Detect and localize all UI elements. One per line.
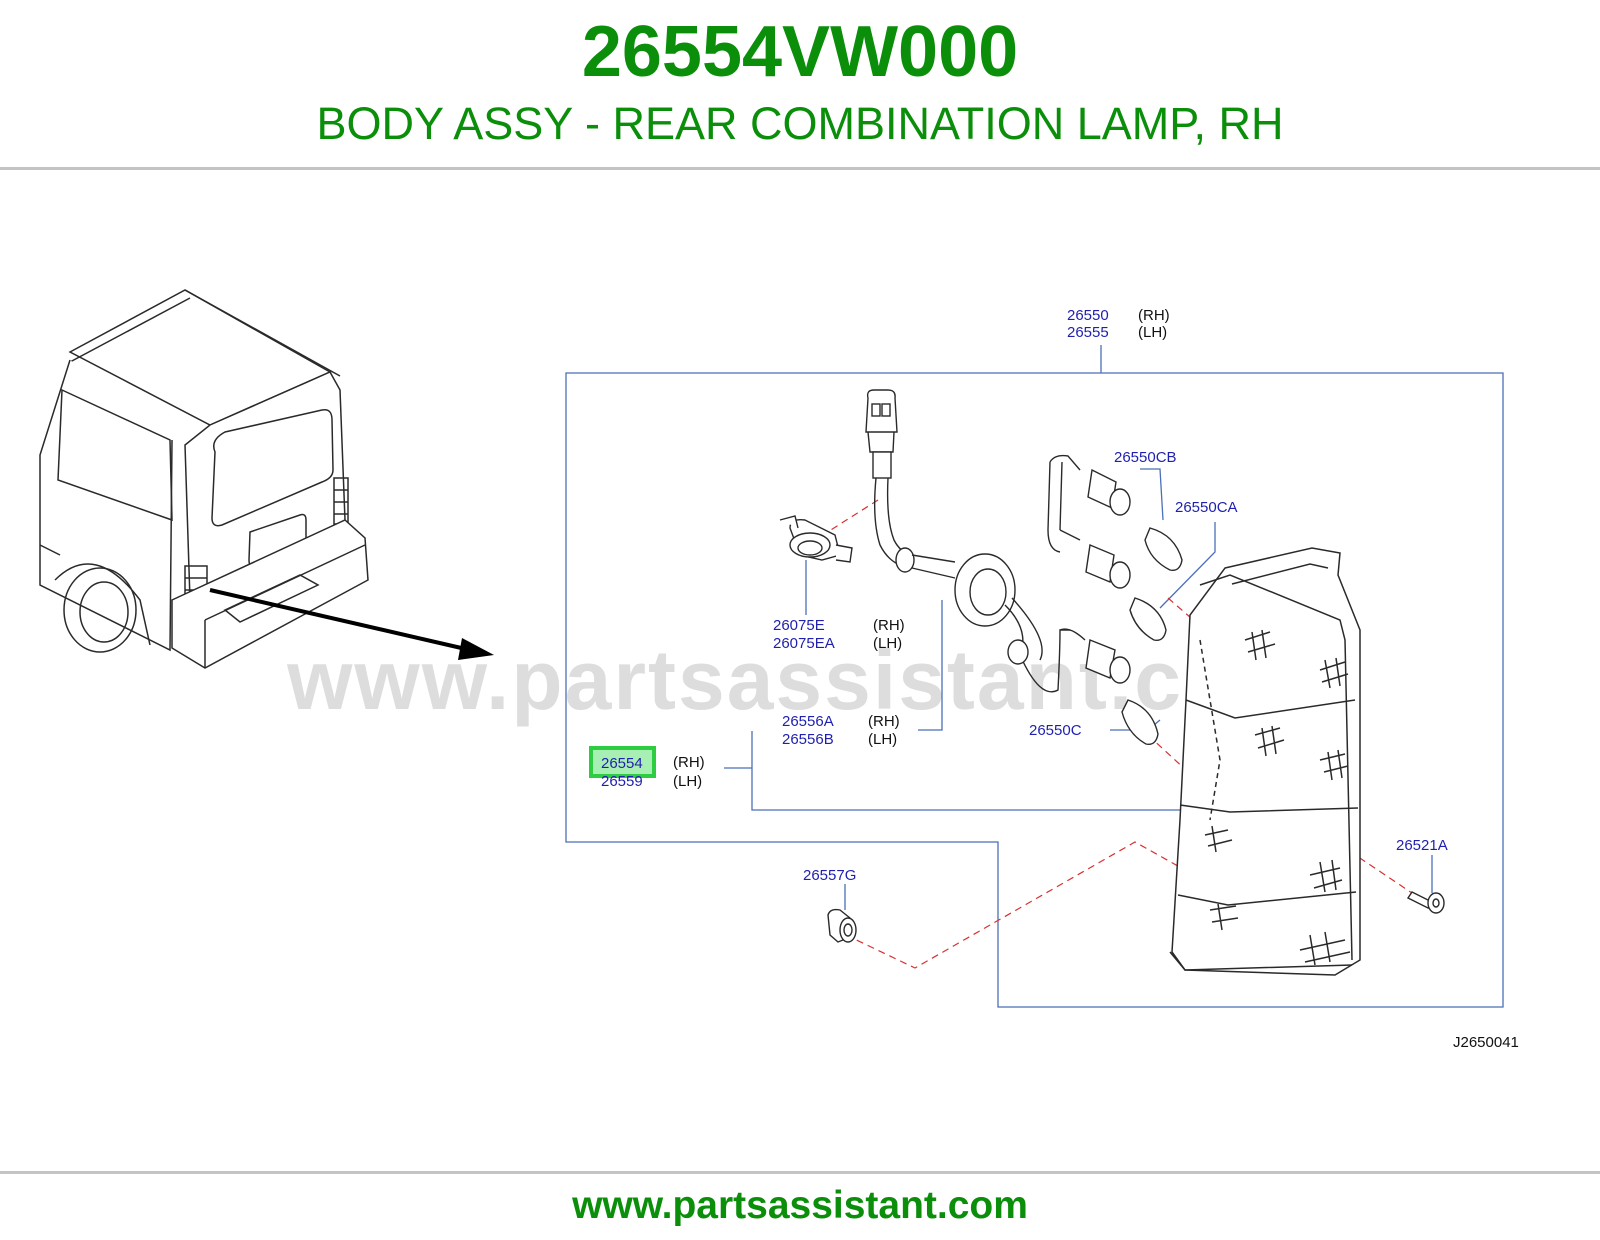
svg-text:(LH): (LH): [873, 635, 902, 652]
svg-text:26556B: 26556B: [782, 731, 834, 748]
callout-bulb-26550c[interactable]: 26550C: [1029, 722, 1082, 739]
part-number-title: 26554VW000: [581, 12, 1019, 92]
svg-text:26559: 26559: [601, 773, 643, 790]
pointer-arrow: [209, 588, 494, 660]
callout-clip[interactable]: 26075E (RH) 26075EA (LH): [773, 617, 905, 652]
svg-text:(RH): (RH): [673, 754, 705, 771]
van-illustration: [39, 289, 369, 669]
svg-text:26555: 26555: [1067, 324, 1109, 341]
svg-text:26075EA: 26075EA: [773, 635, 835, 652]
svg-text:(RH): (RH): [873, 617, 905, 634]
svg-text:26556A: 26556A: [782, 713, 834, 730]
svg-text:(LH): (LH): [673, 773, 702, 790]
svg-text:(LH): (LH): [868, 731, 897, 748]
screw-part: [1406, 891, 1445, 914]
svg-text:(RH): (RH): [1138, 307, 1170, 324]
svg-text:26550: 26550: [1067, 307, 1109, 324]
highlight-box: [589, 746, 656, 778]
callout-harness[interactable]: 26556A (RH) 26556B (LH): [782, 713, 900, 748]
callout-screw-26521a[interactable]: 26521A: [1396, 837, 1448, 854]
clip-part: [779, 515, 853, 563]
drawing-id: J2650041: [1453, 1034, 1519, 1051]
assembly-boundary: [565, 345, 1504, 1008]
callout-body-assy[interactable]: 26554 (RH) 26559 (LH): [589, 746, 705, 790]
lamp-body: [1169, 547, 1361, 976]
svg-text:(LH): (LH): [1138, 324, 1167, 341]
grommet-part: [827, 908, 857, 943]
footer-divider: [0, 1171, 1600, 1174]
svg-text:26554: 26554: [601, 755, 643, 772]
callout-grommet-26557g[interactable]: 26557G: [803, 867, 856, 884]
callout-socket-26550cb[interactable]: 26550CB: [1114, 449, 1177, 466]
svg-text:(RH): (RH): [868, 713, 900, 730]
part-description: BODY ASSY - REAR COMBINATION LAMP, RH: [316, 98, 1284, 149]
footer-link[interactable]: www.partsassistant.com: [572, 1184, 1028, 1227]
callout-lamp-assy[interactable]: 26550 (RH) 26555 (LH): [1067, 307, 1170, 341]
callout-bulb-26550ca[interactable]: 26550CA: [1175, 499, 1238, 516]
wiring-harness: [865, 389, 1183, 745]
header-divider: [0, 167, 1600, 170]
svg-text:26075E: 26075E: [773, 617, 825, 634]
